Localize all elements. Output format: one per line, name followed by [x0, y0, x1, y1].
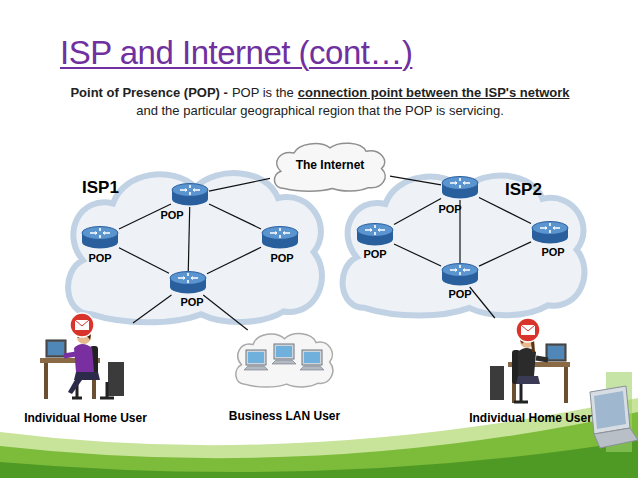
pop-label: POP: [440, 288, 480, 300]
isp-cloud: ISP2POPPOPPOPPOP: [333, 166, 595, 318]
network-link: [133, 295, 171, 323]
home-user-illustration: [38, 310, 133, 405]
network-link: [209, 204, 261, 229]
router-icon: [441, 263, 479, 287]
home-user: Individual Home User: [38, 310, 133, 405]
network-link: [207, 247, 261, 273]
router-icon: [531, 221, 569, 245]
laptop-icon: [590, 386, 638, 448]
cloud-label: The Internet: [270, 158, 390, 172]
isp-label: ISP1: [82, 178, 142, 198]
definition-part: Point of Presence (POP) -: [70, 85, 227, 100]
isp-cloud: ISP1POPPOPPOPPOP: [58, 163, 333, 325]
pop-label: POP: [430, 203, 470, 215]
network-link: [479, 242, 531, 266]
pop-router: POP: [356, 223, 394, 247]
internet-cloud: The Internet: [270, 140, 390, 192]
network-link: [459, 200, 460, 263]
slide-title: ISP and Internet (cont…): [60, 34, 412, 72]
pop-router: POP: [169, 271, 207, 295]
network-link: [470, 287, 495, 318]
definition-part: POP is the: [232, 85, 294, 100]
user-label: Individual Home User: [458, 411, 603, 425]
network-link: [119, 204, 171, 229]
isp-label: ISP2: [505, 180, 565, 200]
pop-router: POP: [441, 263, 479, 287]
network-link: [390, 176, 441, 185]
network-link: [209, 178, 270, 191]
home-user: Individual Home User: [488, 318, 573, 406]
router-icon: [441, 176, 479, 200]
network-link: [394, 244, 441, 266]
router-icon: [81, 226, 119, 250]
business-lan-cloud: Business LAN User: [232, 330, 337, 388]
network-link: [188, 207, 189, 271]
pop-router: POP: [261, 226, 299, 250]
pop-label: POP: [80, 252, 120, 264]
pop-router: POP: [171, 183, 209, 207]
pop-label: POP: [262, 252, 302, 264]
network-link: [394, 199, 441, 225]
pop-router: POP: [531, 221, 569, 245]
lan-computers: [232, 330, 337, 388]
network-link: [119, 248, 169, 274]
pop-label: POP: [152, 209, 192, 221]
pop-label: POP: [172, 296, 212, 308]
pop-label: POP: [355, 248, 395, 260]
green-swoosh-dark: [0, 440, 638, 478]
user-label: Individual Home User: [13, 411, 158, 425]
definition-part: connection point between the ISP's netwo…: [298, 85, 570, 100]
green-swoosh-light: [0, 398, 638, 478]
home-user-illustration: [488, 318, 573, 406]
router-icon: [169, 271, 207, 295]
definition-text: Point of Presence (POP) - POP is the conne…: [20, 84, 620, 120]
network-link: [479, 198, 531, 224]
pop-router: POP: [441, 176, 479, 200]
pop-router: POP: [81, 226, 119, 250]
router-icon: [171, 183, 209, 207]
definition-part: and the particular geographical region t…: [20, 102, 620, 120]
network-link: [203, 295, 247, 330]
user-label: Business LAN User: [217, 409, 352, 423]
router-icon: [261, 226, 299, 250]
router-icon: [356, 223, 394, 247]
pop-label: POP: [533, 246, 573, 258]
